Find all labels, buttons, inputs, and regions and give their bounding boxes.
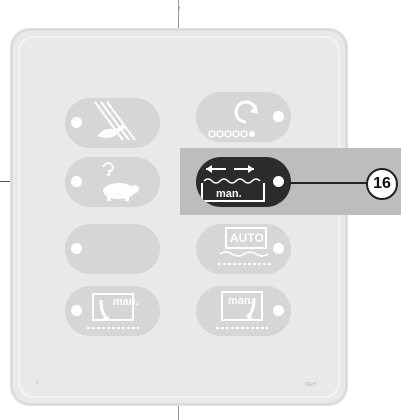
- indicator-led: [71, 117, 82, 128]
- control-panel: [10, 28, 348, 406]
- indicator-led: [71, 243, 82, 254]
- indicator-led: [71, 176, 82, 187]
- tortoise-speed-icon: [102, 162, 139, 201]
- rotate-button[interactable]: [196, 92, 291, 142]
- manual-raise-icon: [216, 291, 268, 329]
- callout-leader-line: [289, 182, 369, 184]
- indicator-led: [71, 305, 82, 316]
- blank-button[interactable]: [65, 224, 160, 274]
- manual-lower-button[interactable]: man.: [65, 286, 160, 336]
- rotate-circles-icon: [208, 100, 258, 138]
- indicator-led: [273, 111, 284, 122]
- left-code: 1: [36, 380, 39, 386]
- auto-label: AUTO: [230, 231, 264, 245]
- auto-icon: [218, 227, 272, 265]
- top-mark: ,: [178, 0, 181, 11]
- manual-lower-icon: [87, 293, 139, 329]
- indicator-led: [273, 305, 284, 316]
- hare-speed-icon: [94, 101, 136, 141]
- manual-wave-button[interactable]: man.: [196, 157, 291, 207]
- manual-raise-label: man.: [228, 295, 254, 307]
- auto-button[interactable]: AUTO: [196, 224, 291, 274]
- callout-marker: 16: [366, 168, 398, 200]
- arrows-wave-icon: [201, 165, 265, 202]
- right-code: MEH: [305, 382, 317, 388]
- manual-raise-button[interactable]: man.: [196, 286, 291, 336]
- callout-number: 16: [373, 175, 391, 192]
- control-panel-inner: [18, 36, 340, 398]
- tortoise-speed-button[interactable]: [65, 157, 160, 207]
- indicator-led: [273, 243, 284, 254]
- indicator-led: [273, 176, 284, 187]
- hare-speed-button[interactable]: [65, 98, 160, 148]
- manual-wave-label: man.: [216, 188, 242, 200]
- manual-lower-label: man.: [113, 296, 139, 308]
